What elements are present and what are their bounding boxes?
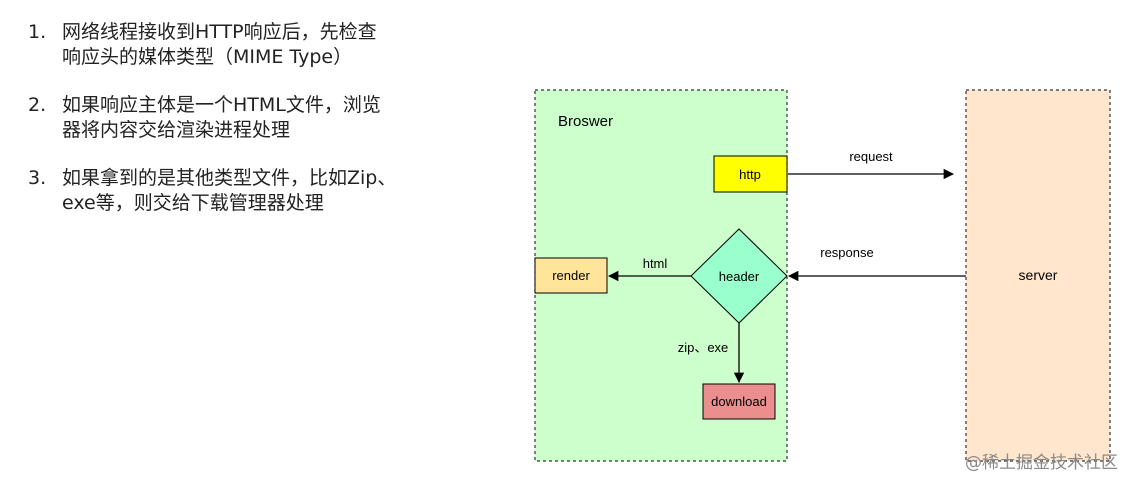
steps-list: 1. 网络线程接收到HTTP响应后，先检查 响应头的媒体类型（MIME Type… xyxy=(28,20,448,239)
step-2-line-1: 如果响应主体是一个HTML文件，浏览 xyxy=(62,94,381,116)
render-box-label: render xyxy=(552,268,590,283)
header-diamond-label: header xyxy=(719,269,760,284)
step-1-line-2: 响应头的媒体类型（MIME Type） xyxy=(62,46,353,68)
zip-exe-label: zip、exe xyxy=(678,340,729,355)
request-label: request xyxy=(849,149,893,164)
step-1-line-1: 网络线程接收到HTTP响应后，先检查 xyxy=(62,21,377,43)
step-1-number: 1. xyxy=(28,21,47,43)
step-2-number: 2. xyxy=(28,94,47,116)
step-3: 3. 如果拿到的是其他类型文件，比如Zip、 exe等，则交给下载管理器处理 xyxy=(28,166,448,216)
response-label: response xyxy=(820,245,873,260)
html-label: html xyxy=(643,256,668,271)
step-2: 2. 如果响应主体是一个HTML文件，浏览 器将内容交给渲染进程处理 xyxy=(28,93,448,143)
server-label: server xyxy=(1019,267,1058,283)
step-2-line-2: 器将内容交给渲染进程处理 xyxy=(62,119,291,141)
step-3-number: 3. xyxy=(28,167,47,189)
site-watermark: @稀土掘金技术社区 xyxy=(965,453,1118,473)
step-1: 1. 网络线程接收到HTTP响应后，先检查 响应头的媒体类型（MIME Type… xyxy=(28,20,448,70)
browser-label: Broswer xyxy=(558,113,613,130)
download-box-label: download xyxy=(711,394,767,409)
server-container xyxy=(965,89,1111,462)
http-box xyxy=(713,155,788,193)
step-3-line-2: exe等，则交给下载管理器处理 xyxy=(62,192,324,214)
step-3-line-1: 如果拿到的是其他类型文件，比如Zip、 xyxy=(62,167,397,189)
download-box xyxy=(702,383,776,420)
render-box xyxy=(534,257,608,294)
http-box-label: http xyxy=(739,167,761,182)
